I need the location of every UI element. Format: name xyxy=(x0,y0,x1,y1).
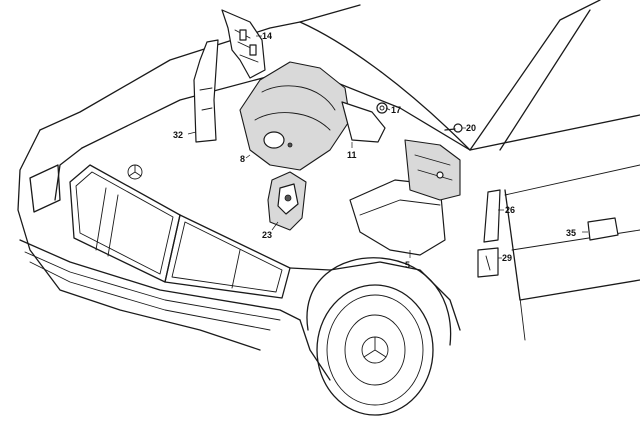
part-32-pillar-pad xyxy=(193,39,219,143)
callout-26: 26 xyxy=(505,205,515,215)
front-wheel xyxy=(306,257,452,416)
part-8-firewall-insulation xyxy=(239,61,351,171)
callout-29: 29 xyxy=(502,253,512,263)
callout-32: 32 xyxy=(173,130,183,140)
callout-5: 5 xyxy=(405,260,410,270)
part-11-side-pad xyxy=(341,101,386,143)
part-29-door-pad xyxy=(477,247,499,278)
part-26-pillar-trim xyxy=(483,189,501,243)
callout-labels: 14 17 20 32 8 11 26 35 23 29 5 xyxy=(173,31,576,270)
callout-20: 20 xyxy=(466,123,476,133)
callout-leaders xyxy=(187,35,588,259)
part-14-insulation xyxy=(221,9,266,79)
callout-35: 35 xyxy=(566,228,576,238)
part-5-wheelhouse-liner xyxy=(349,139,461,256)
callout-17: 17 xyxy=(391,105,401,115)
callout-14: 14 xyxy=(262,31,272,41)
part-23-mount-pad xyxy=(267,171,307,231)
part-35-pad xyxy=(587,217,619,241)
part-17-grommet xyxy=(376,102,388,114)
callout-8: 8 xyxy=(240,154,245,164)
callout-11: 11 xyxy=(347,150,357,160)
callout-23: 23 xyxy=(262,230,272,240)
car-body xyxy=(17,0,640,381)
